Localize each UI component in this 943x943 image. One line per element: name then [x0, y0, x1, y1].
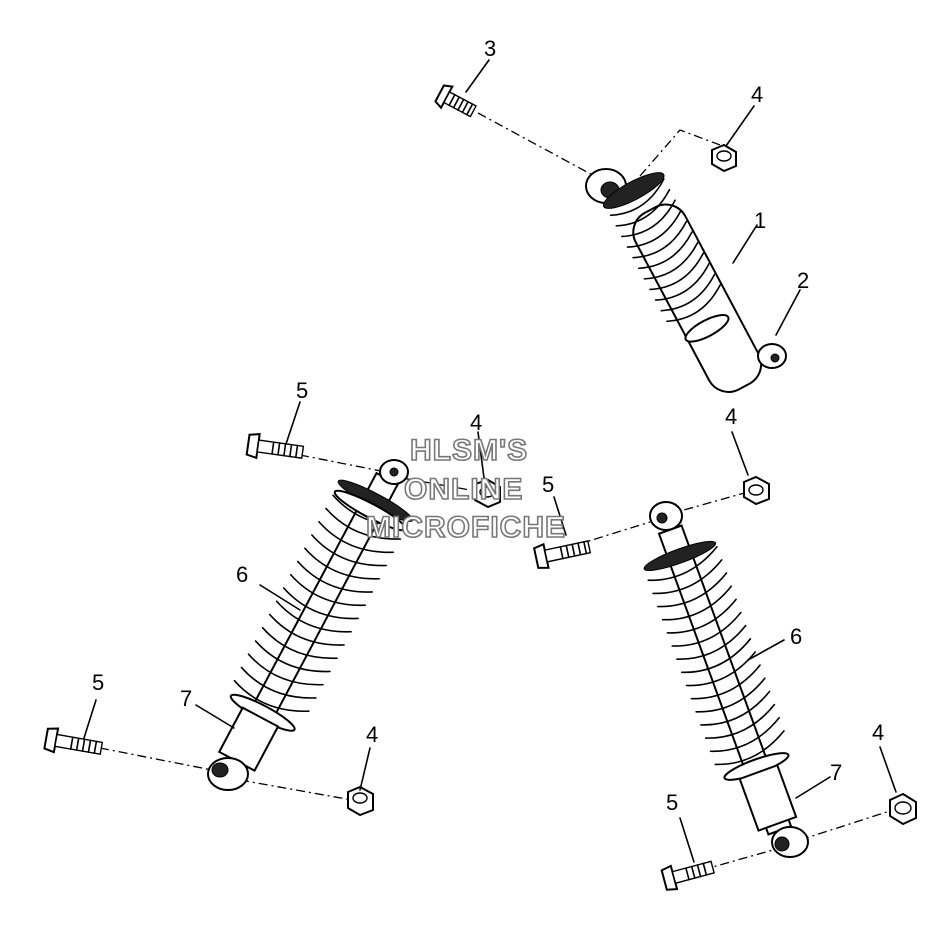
callout-7: 7 — [830, 760, 842, 785]
callout-6: 6 — [236, 562, 248, 587]
nut-icon — [743, 475, 770, 506]
callout-4: 4 — [366, 722, 378, 747]
watermark-line-3: MICROFICHE — [366, 511, 566, 544]
bolt-icon — [532, 540, 592, 569]
callout-4: 4 — [872, 720, 884, 745]
callout-5: 5 — [296, 378, 308, 403]
shock-absorber-icon — [207, 459, 414, 791]
right-shock-assembly: 4 5 6 7 4 5 — [532, 404, 917, 891]
shock-absorber-icon — [585, 168, 787, 393]
bolt-icon — [43, 727, 104, 756]
nut-icon — [889, 792, 917, 826]
shock-absorber-icon — [643, 501, 809, 858]
top-shock-assembly: 3 4 1 2 — [434, 36, 809, 393]
bolt-icon — [245, 433, 305, 460]
left-shock-assembly: 5 4 6 7 5 4 — [43, 378, 501, 817]
callout-4: 4 — [751, 82, 763, 107]
callout-6: 6 — [790, 624, 802, 649]
callout-4: 4 — [470, 410, 482, 435]
callout-3: 3 — [484, 36, 496, 61]
nut-icon — [711, 143, 737, 173]
callout-4: 4 — [725, 404, 737, 429]
watermark-line-2: ONLINE — [404, 473, 523, 506]
nut-icon — [474, 478, 501, 509]
bolt-icon — [660, 860, 715, 891]
callout-5: 5 — [92, 670, 104, 695]
watermark: HLSM'S ONLINE MICROFICHE — [365, 433, 566, 545]
callout-5: 5 — [666, 790, 678, 815]
bolt-icon — [434, 84, 477, 118]
callout-2: 2 — [797, 268, 809, 293]
callout-7: 7 — [180, 686, 192, 711]
nut-icon — [347, 785, 374, 817]
callout-1: 1 — [754, 208, 766, 233]
watermark-line-1: HLSM'S — [410, 434, 528, 467]
callout-5: 5 — [542, 472, 554, 497]
